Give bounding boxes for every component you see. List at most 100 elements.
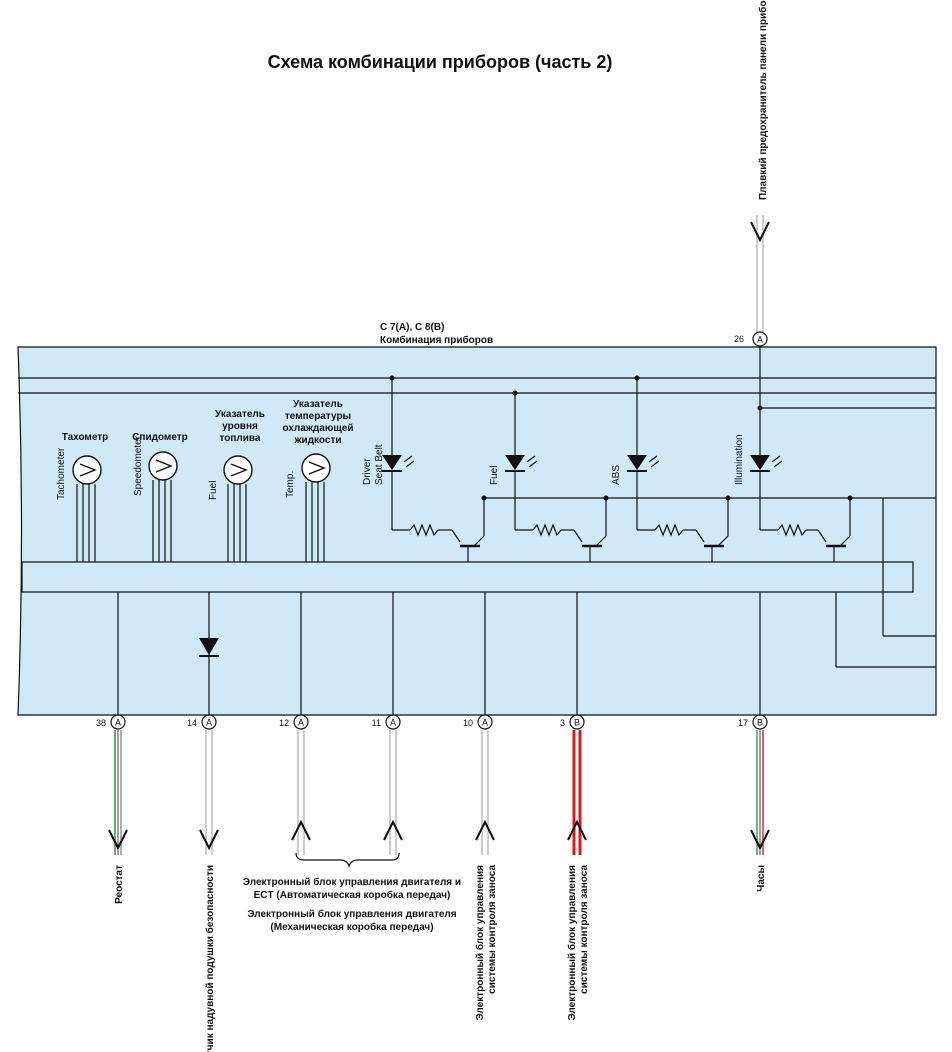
resistor-icon <box>532 523 562 537</box>
gauge-needle-icon <box>308 461 326 475</box>
connector-pin <box>385 714 401 730</box>
pin-destination-label: Часы <box>756 865 767 892</box>
gauge-label-ru: Указатель <box>293 399 343 410</box>
gauge-label-ru: Указатель <box>215 409 265 420</box>
junction-dot <box>725 495 731 501</box>
pin-destination-label: системы контроля заноса <box>487 865 498 994</box>
instrument-cluster-panel <box>17 346 937 716</box>
fuse-label: Плавкий предохранитель панели приборов <box>757 0 769 200</box>
gauge-needle-icon <box>155 459 173 473</box>
light-rays-icon <box>526 455 538 468</box>
wire <box>451 529 461 543</box>
pin-destination-label: Реостат <box>114 865 125 904</box>
arrow-up-icon <box>291 819 311 841</box>
diode-icon <box>199 638 219 655</box>
lamp-label: Seat Belt <box>374 444 385 485</box>
wire <box>573 529 583 543</box>
lamp-label: Illumination <box>734 434 745 485</box>
pin-number: 11 <box>372 718 381 728</box>
bottom-pin: 17 B Часы <box>738 592 770 892</box>
pin-destination-label: Электронный блок управления <box>566 865 578 1021</box>
warning-lamp: Illumination <box>734 434 853 562</box>
page-title: Схема комбинации приборов (часть 2) <box>268 52 613 72</box>
led-icon <box>505 455 525 470</box>
pin-number: 26 <box>734 334 744 344</box>
arrow-down-icon <box>199 829 219 851</box>
gauge-label-en: Fuel <box>208 481 219 500</box>
gauge-label-ru: охлаждающей <box>282 423 353 434</box>
junction-dot <box>757 405 763 411</box>
resistor-icon <box>654 523 684 537</box>
ecu-note: Электронный блок управления двигателя <box>247 908 456 920</box>
transistor-collector <box>595 535 607 547</box>
lamp-label: Fuel <box>489 466 500 485</box>
light-rays-icon <box>648 455 660 468</box>
pin-letter: B <box>574 718 580 728</box>
led-icon <box>627 455 647 470</box>
connector-pin <box>110 714 126 730</box>
internal-bus-strip <box>21 561 914 593</box>
gauge-label-ru: температуры <box>285 411 351 422</box>
transistor-collector <box>717 535 729 547</box>
gauge-dial-icon <box>148 451 178 481</box>
gauge-label-ru: жидкости <box>293 435 341 446</box>
junction-dot <box>603 495 609 501</box>
gauge-label-en: Temp. <box>285 471 296 498</box>
gauge-dial-icon <box>223 455 253 485</box>
connector-name: Комбинация приборов <box>380 334 493 346</box>
pin-destination-label: системы контроля заноса <box>579 865 590 994</box>
brace <box>295 852 400 868</box>
gauge-label-en: Speedometer <box>133 435 144 496</box>
wire <box>695 529 705 543</box>
gauge-label-ru: топлива <box>220 433 261 444</box>
ecu-note: Электронный блок управления двигателя и <box>243 876 461 888</box>
junction-dot <box>481 495 487 501</box>
warning-lamp: ABS <box>611 375 731 562</box>
gauge-label-ru: уровня <box>222 421 258 432</box>
pin-number: 38 <box>96 718 106 728</box>
junction-dot <box>389 375 395 381</box>
connector-pin <box>201 714 217 730</box>
junction-dot <box>512 390 518 396</box>
led-icon <box>382 455 402 470</box>
warning-lamp: Fuel <box>489 390 609 562</box>
connector-ids: C 7(A), C 8(B) <box>380 322 444 333</box>
arrow-up-icon <box>383 819 403 841</box>
light-rays-icon <box>771 455 783 468</box>
gauge-label-ru: Тахометр <box>62 432 109 443</box>
pin-number: 3 <box>560 718 565 728</box>
resistor-icon <box>409 523 439 537</box>
gauge-dial-icon <box>72 455 102 485</box>
ecu-note: (Механическая коробка передач) <box>270 921 433 933</box>
pin-number: 17 <box>738 718 748 728</box>
lamp-label: ABS <box>611 465 622 485</box>
arrow-up-icon <box>475 819 495 841</box>
bottom-pin: 12 A <box>279 592 311 855</box>
arrow-down-icon <box>750 221 770 243</box>
ecu-note: ECT (Автоматическая коробка передач) <box>254 889 451 901</box>
gauge-needle-icon <box>79 463 97 477</box>
pin-letter: A <box>298 718 304 728</box>
pin-number: 12 <box>279 718 289 728</box>
pin-letter: B <box>757 718 763 728</box>
led-icon <box>750 455 770 470</box>
connector-pin <box>752 714 768 730</box>
gauge-dial-icon <box>301 453 331 483</box>
arrow-up-icon <box>567 819 587 841</box>
pin-letter: A <box>757 335 763 345</box>
pin-letter: A <box>482 718 488 728</box>
resistor-icon <box>777 523 807 537</box>
connector-pin <box>569 714 585 730</box>
transistor-collector <box>473 535 485 547</box>
